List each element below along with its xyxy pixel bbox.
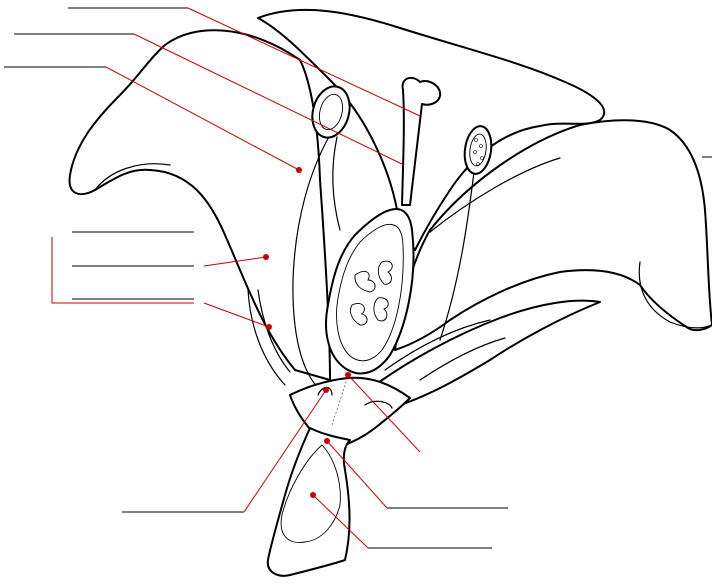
dot-nectary <box>323 387 329 393</box>
petal-left <box>70 30 330 380</box>
filament-left-2 <box>333 137 340 230</box>
dot-sepal <box>266 324 272 330</box>
dot-filament <box>296 167 302 173</box>
leader-bracket <box>52 237 194 303</box>
dot-receptacle <box>324 438 330 444</box>
pedicel <box>268 428 350 576</box>
dot-pedicel <box>310 492 316 498</box>
dot-ovary-base <box>345 372 351 378</box>
dot-petal <box>263 254 269 260</box>
